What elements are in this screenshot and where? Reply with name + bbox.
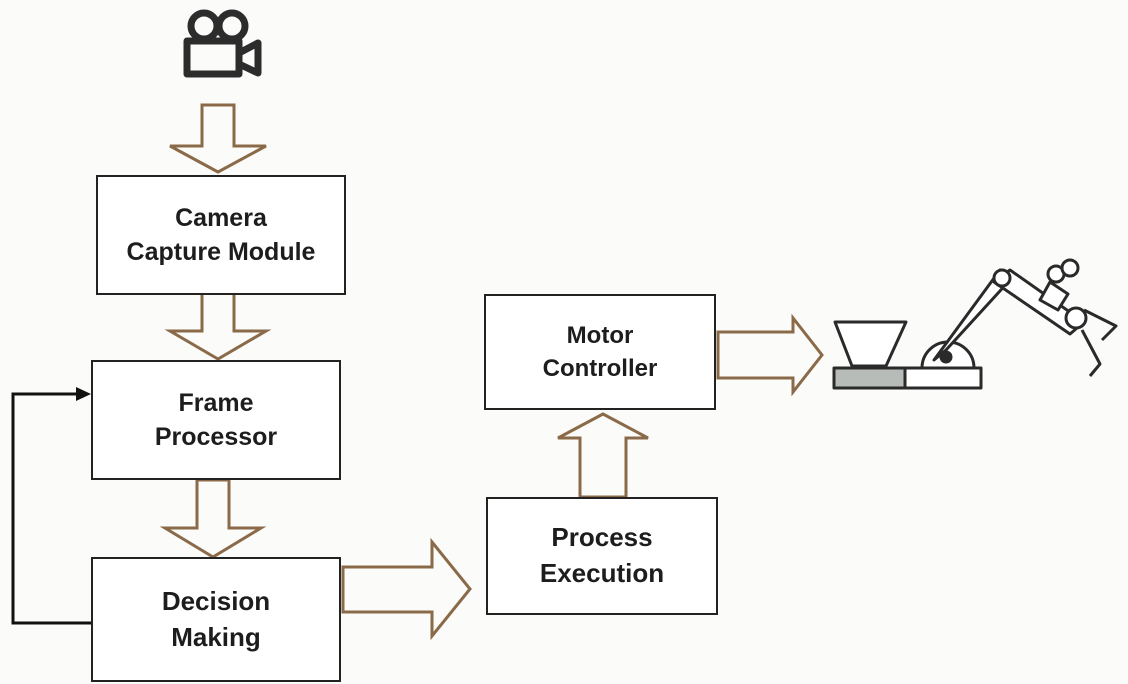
block-label-line2: Capture Module	[126, 238, 316, 266]
block-label-line1: Process	[551, 522, 653, 553]
block-label-line2: Making	[171, 621, 261, 652]
motor-controller-block: Motor Controller	[484, 294, 716, 410]
decision-making-block: Decision Making	[91, 557, 341, 682]
robotic-arm-icon	[832, 258, 1118, 390]
block-label-line1: Camera	[175, 203, 267, 232]
camera-capture-module-block: Camera Capture Module	[96, 175, 346, 295]
arrow-capture-to-frame	[164, 290, 272, 361]
video-camera-icon	[183, 9, 262, 78]
arrow-camera-to-capture	[169, 103, 267, 174]
arrow-frame-to-decision	[159, 478, 267, 559]
feedback-loop-arrow	[11, 387, 91, 625]
arrow-motor-to-robot	[716, 313, 824, 397]
frame-processor-block: Frame Processor	[91, 360, 341, 480]
process-execution-block: Process Execution	[486, 497, 718, 615]
block-label-line1: Frame	[178, 388, 254, 417]
block-label-line2: Controller	[542, 355, 658, 382]
block-label-line1: Motor	[566, 321, 634, 349]
arrow-process-to-motor	[557, 412, 649, 499]
block-label-line2: Processor	[154, 423, 278, 451]
block-label-line2: Execution	[539, 558, 665, 588]
arrow-decision-to-process	[341, 537, 472, 641]
block-label-line1: Decision	[161, 585, 271, 616]
